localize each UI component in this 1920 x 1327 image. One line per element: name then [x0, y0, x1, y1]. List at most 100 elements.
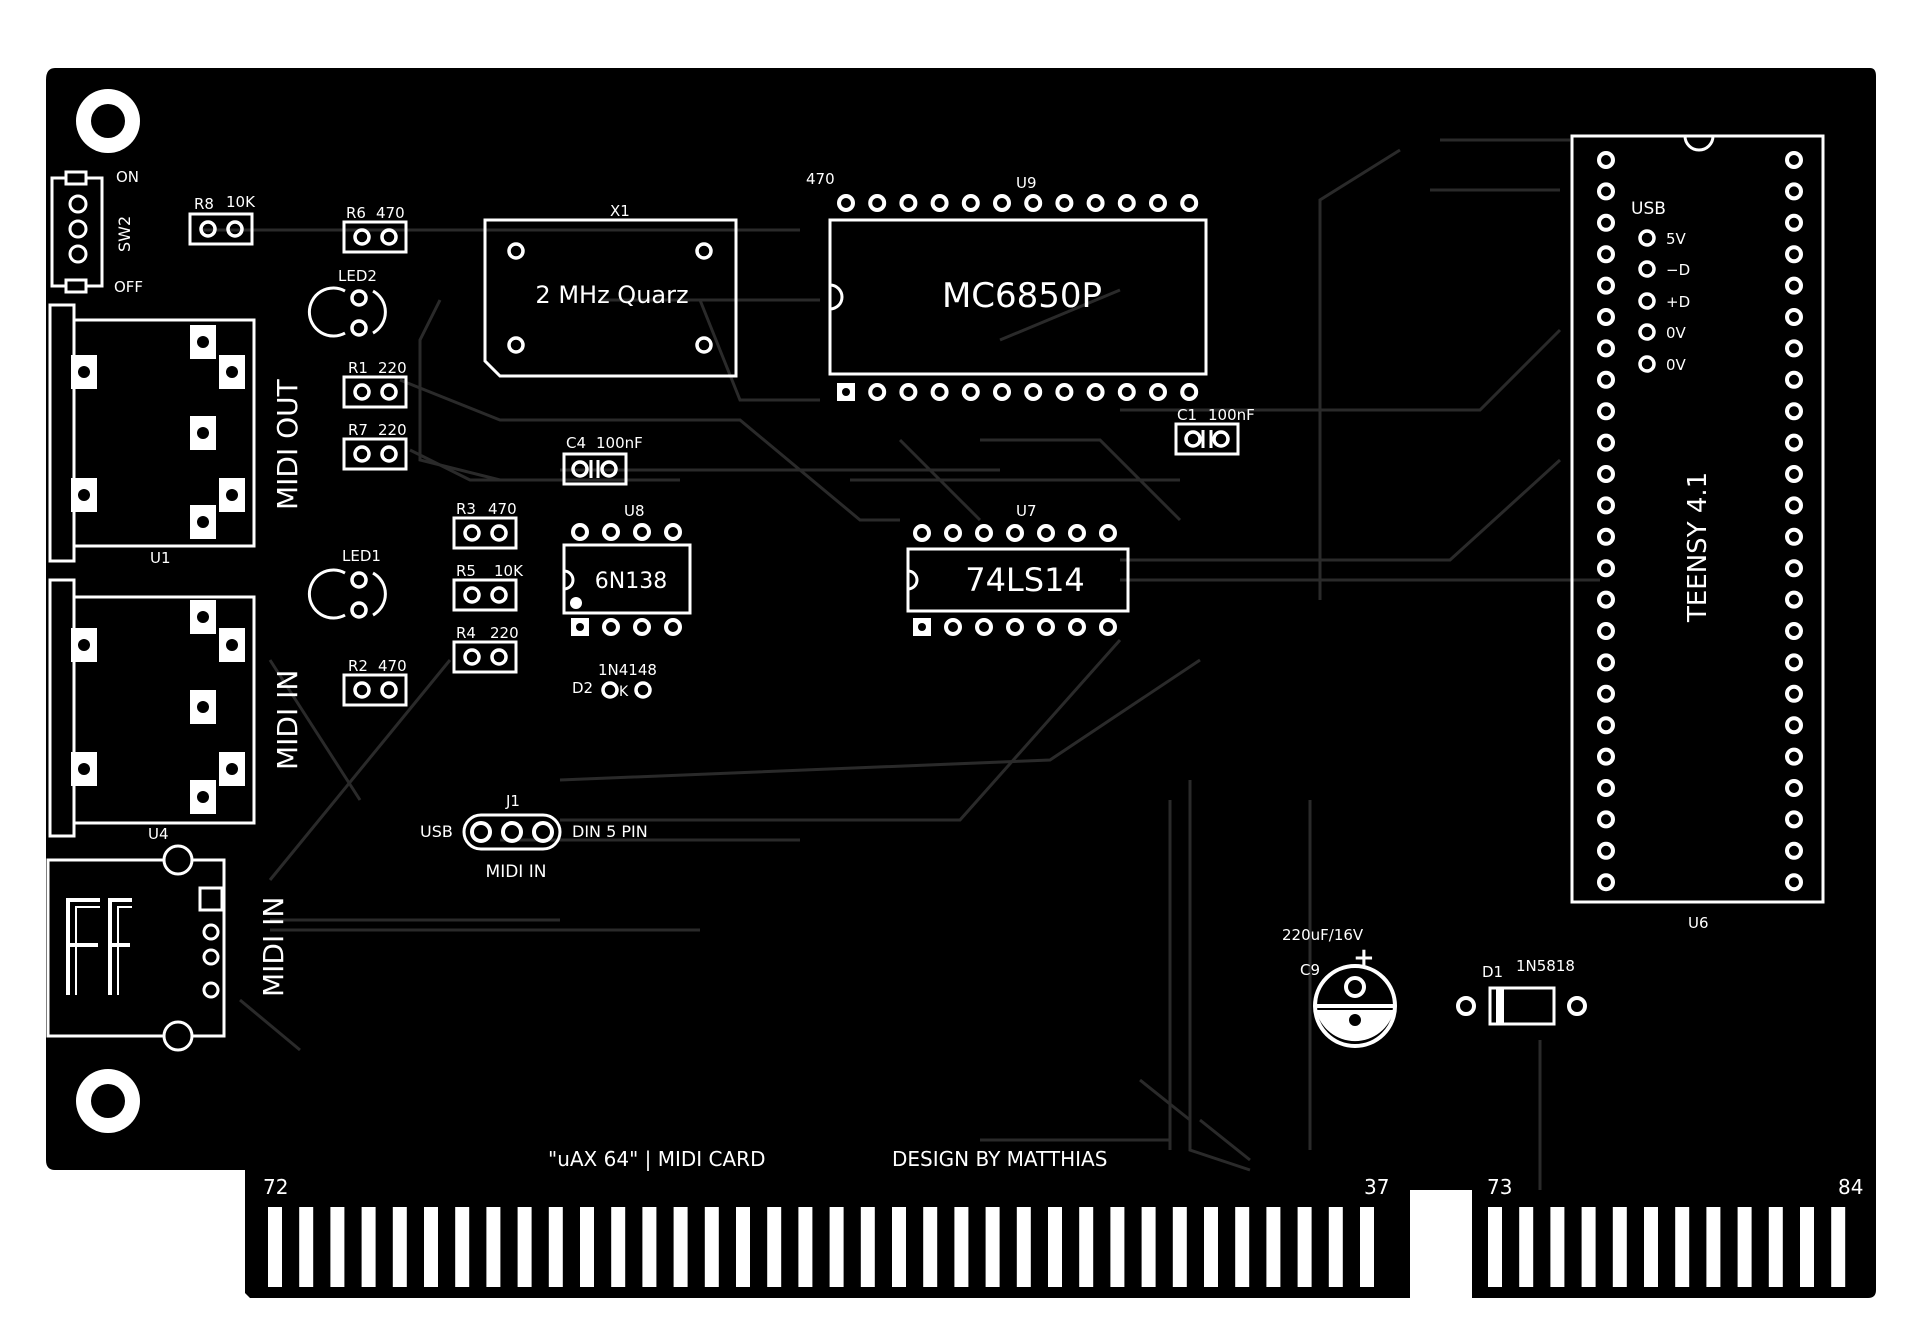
edge-finger — [1141, 1207, 1156, 1287]
edge-finger — [642, 1207, 657, 1287]
edge-finger — [486, 1207, 501, 1287]
crystal-x1: X1 2 MHz Quarz — [483, 202, 738, 378]
edge-finger — [1488, 1207, 1502, 1287]
edge-finger — [923, 1207, 938, 1287]
pin-pad — [1597, 684, 1615, 703]
ic-ref: U8 — [624, 502, 645, 520]
pin-pad — [571, 523, 589, 541]
pin-pad — [1597, 653, 1615, 672]
pin-pad — [1055, 194, 1074, 212]
connector-ref: U1 — [150, 549, 171, 567]
pin-pad — [1785, 873, 1803, 892]
switch-ref: SW2 — [115, 216, 134, 252]
pin-pad — [1785, 402, 1803, 421]
pin-pad — [1149, 383, 1167, 401]
pin-pad — [1785, 370, 1803, 389]
pin-pad — [1785, 465, 1803, 483]
edge-finger — [330, 1207, 345, 1287]
pin-pad — [1785, 308, 1803, 326]
diode-ref: D2 — [572, 679, 593, 697]
ic-u7: U7 74LS14 — [906, 502, 1130, 636]
module-teensy: USB 5V −D +D 0V 0V TEENSY 4.1 U6 — [1570, 134, 1825, 932]
ic-ref: U7 — [1016, 502, 1037, 520]
pin-pad — [633, 523, 651, 541]
resistor-ref: R2 — [348, 657, 368, 675]
pin-pad — [1597, 622, 1615, 640]
pin-pad — [1597, 559, 1615, 578]
resistor-ref: R5 — [456, 562, 476, 580]
pin-pad — [1785, 213, 1803, 232]
pin-pad — [1785, 433, 1803, 452]
pin-pad — [1099, 524, 1117, 542]
connector-label: MIDI IN — [271, 670, 304, 770]
capacitor-c9: 220uF/16V + C9 — [1282, 926, 1397, 1048]
pin-pad — [1006, 524, 1024, 542]
switch-on-label: ON — [116, 168, 139, 186]
edge-finger — [1172, 1207, 1187, 1287]
pin-pad — [1785, 590, 1803, 609]
diode-k: K — [619, 684, 629, 700]
edge-fingers-right — [1488, 1207, 1846, 1287]
teensy-ref: U6 — [1688, 914, 1709, 932]
jumper-caption: MIDI IN — [486, 862, 547, 882]
pin-pad — [1785, 339, 1803, 358]
pin-pad — [1149, 194, 1167, 212]
cap-value: 220uF/16V — [1282, 926, 1364, 944]
pin-pad — [975, 524, 993, 542]
resistor-r7: R7 220 — [342, 421, 408, 471]
ic-u8: U8 6N138 — [562, 502, 692, 636]
resistor-r2: R2 470 — [342, 657, 408, 707]
edge-pin-37: 37 — [1364, 1175, 1389, 1199]
edge-finger — [1297, 1207, 1312, 1287]
pin-pad — [1597, 779, 1615, 797]
pin-pad — [1785, 716, 1803, 735]
resistor-ref: R6 — [346, 204, 366, 222]
pin-pad — [1785, 151, 1803, 169]
diode-d1: D1 1N5818 — [1456, 957, 1587, 1026]
pin-pad — [1785, 622, 1803, 640]
edge-finger — [954, 1207, 969, 1287]
pin-hole — [576, 623, 584, 631]
edge-finger — [1737, 1207, 1752, 1287]
edge-finger — [1831, 1207, 1846, 1287]
usb-pin-label: 5V — [1666, 230, 1687, 248]
resistor-ref: R1 — [348, 359, 368, 377]
pin-pad — [1037, 618, 1055, 636]
pin-pad — [944, 524, 962, 542]
pin-pad — [1597, 433, 1615, 452]
pin-pad — [1785, 779, 1803, 797]
resistor-value: 470 — [378, 657, 407, 675]
resistor-value: 470 — [488, 500, 517, 518]
pin-pad — [1785, 653, 1803, 672]
usb-pin-label: 0V — [1666, 324, 1687, 342]
pin-pad — [1597, 810, 1615, 829]
usb-pin-label: 0V — [1666, 356, 1687, 374]
pin-pad — [944, 618, 962, 636]
pin-pad — [868, 194, 887, 212]
pin-pad — [1024, 383, 1043, 401]
pin-pad — [899, 194, 918, 212]
resistor-r5: R5 10K — [452, 562, 524, 612]
resistor-r6: R6 470 — [342, 204, 408, 254]
jumper-ref: J1 — [505, 792, 520, 810]
edge-finger — [424, 1207, 438, 1287]
pin-pad — [1597, 182, 1615, 201]
pin-pad — [1785, 841, 1803, 860]
pin-pad — [1024, 194, 1043, 212]
edge-finger — [1612, 1207, 1627, 1287]
edge-finger — [860, 1207, 875, 1287]
ic-name: MC6850P — [942, 276, 1102, 316]
pin-pad — [837, 194, 855, 212]
jumper-left-label: USB — [420, 822, 453, 841]
pin-pad — [1785, 559, 1803, 578]
edge-finger — [517, 1207, 532, 1287]
edge-finger — [767, 1207, 782, 1287]
edge-finger — [611, 1207, 626, 1287]
pin-pad — [1597, 527, 1615, 546]
pin-pad — [1597, 339, 1615, 358]
edge-finger — [1644, 1207, 1658, 1287]
edge-finger — [268, 1207, 282, 1287]
edge-finger — [1110, 1207, 1125, 1287]
diode-value: 1N5818 — [1516, 957, 1575, 975]
pin-pad — [602, 523, 620, 541]
